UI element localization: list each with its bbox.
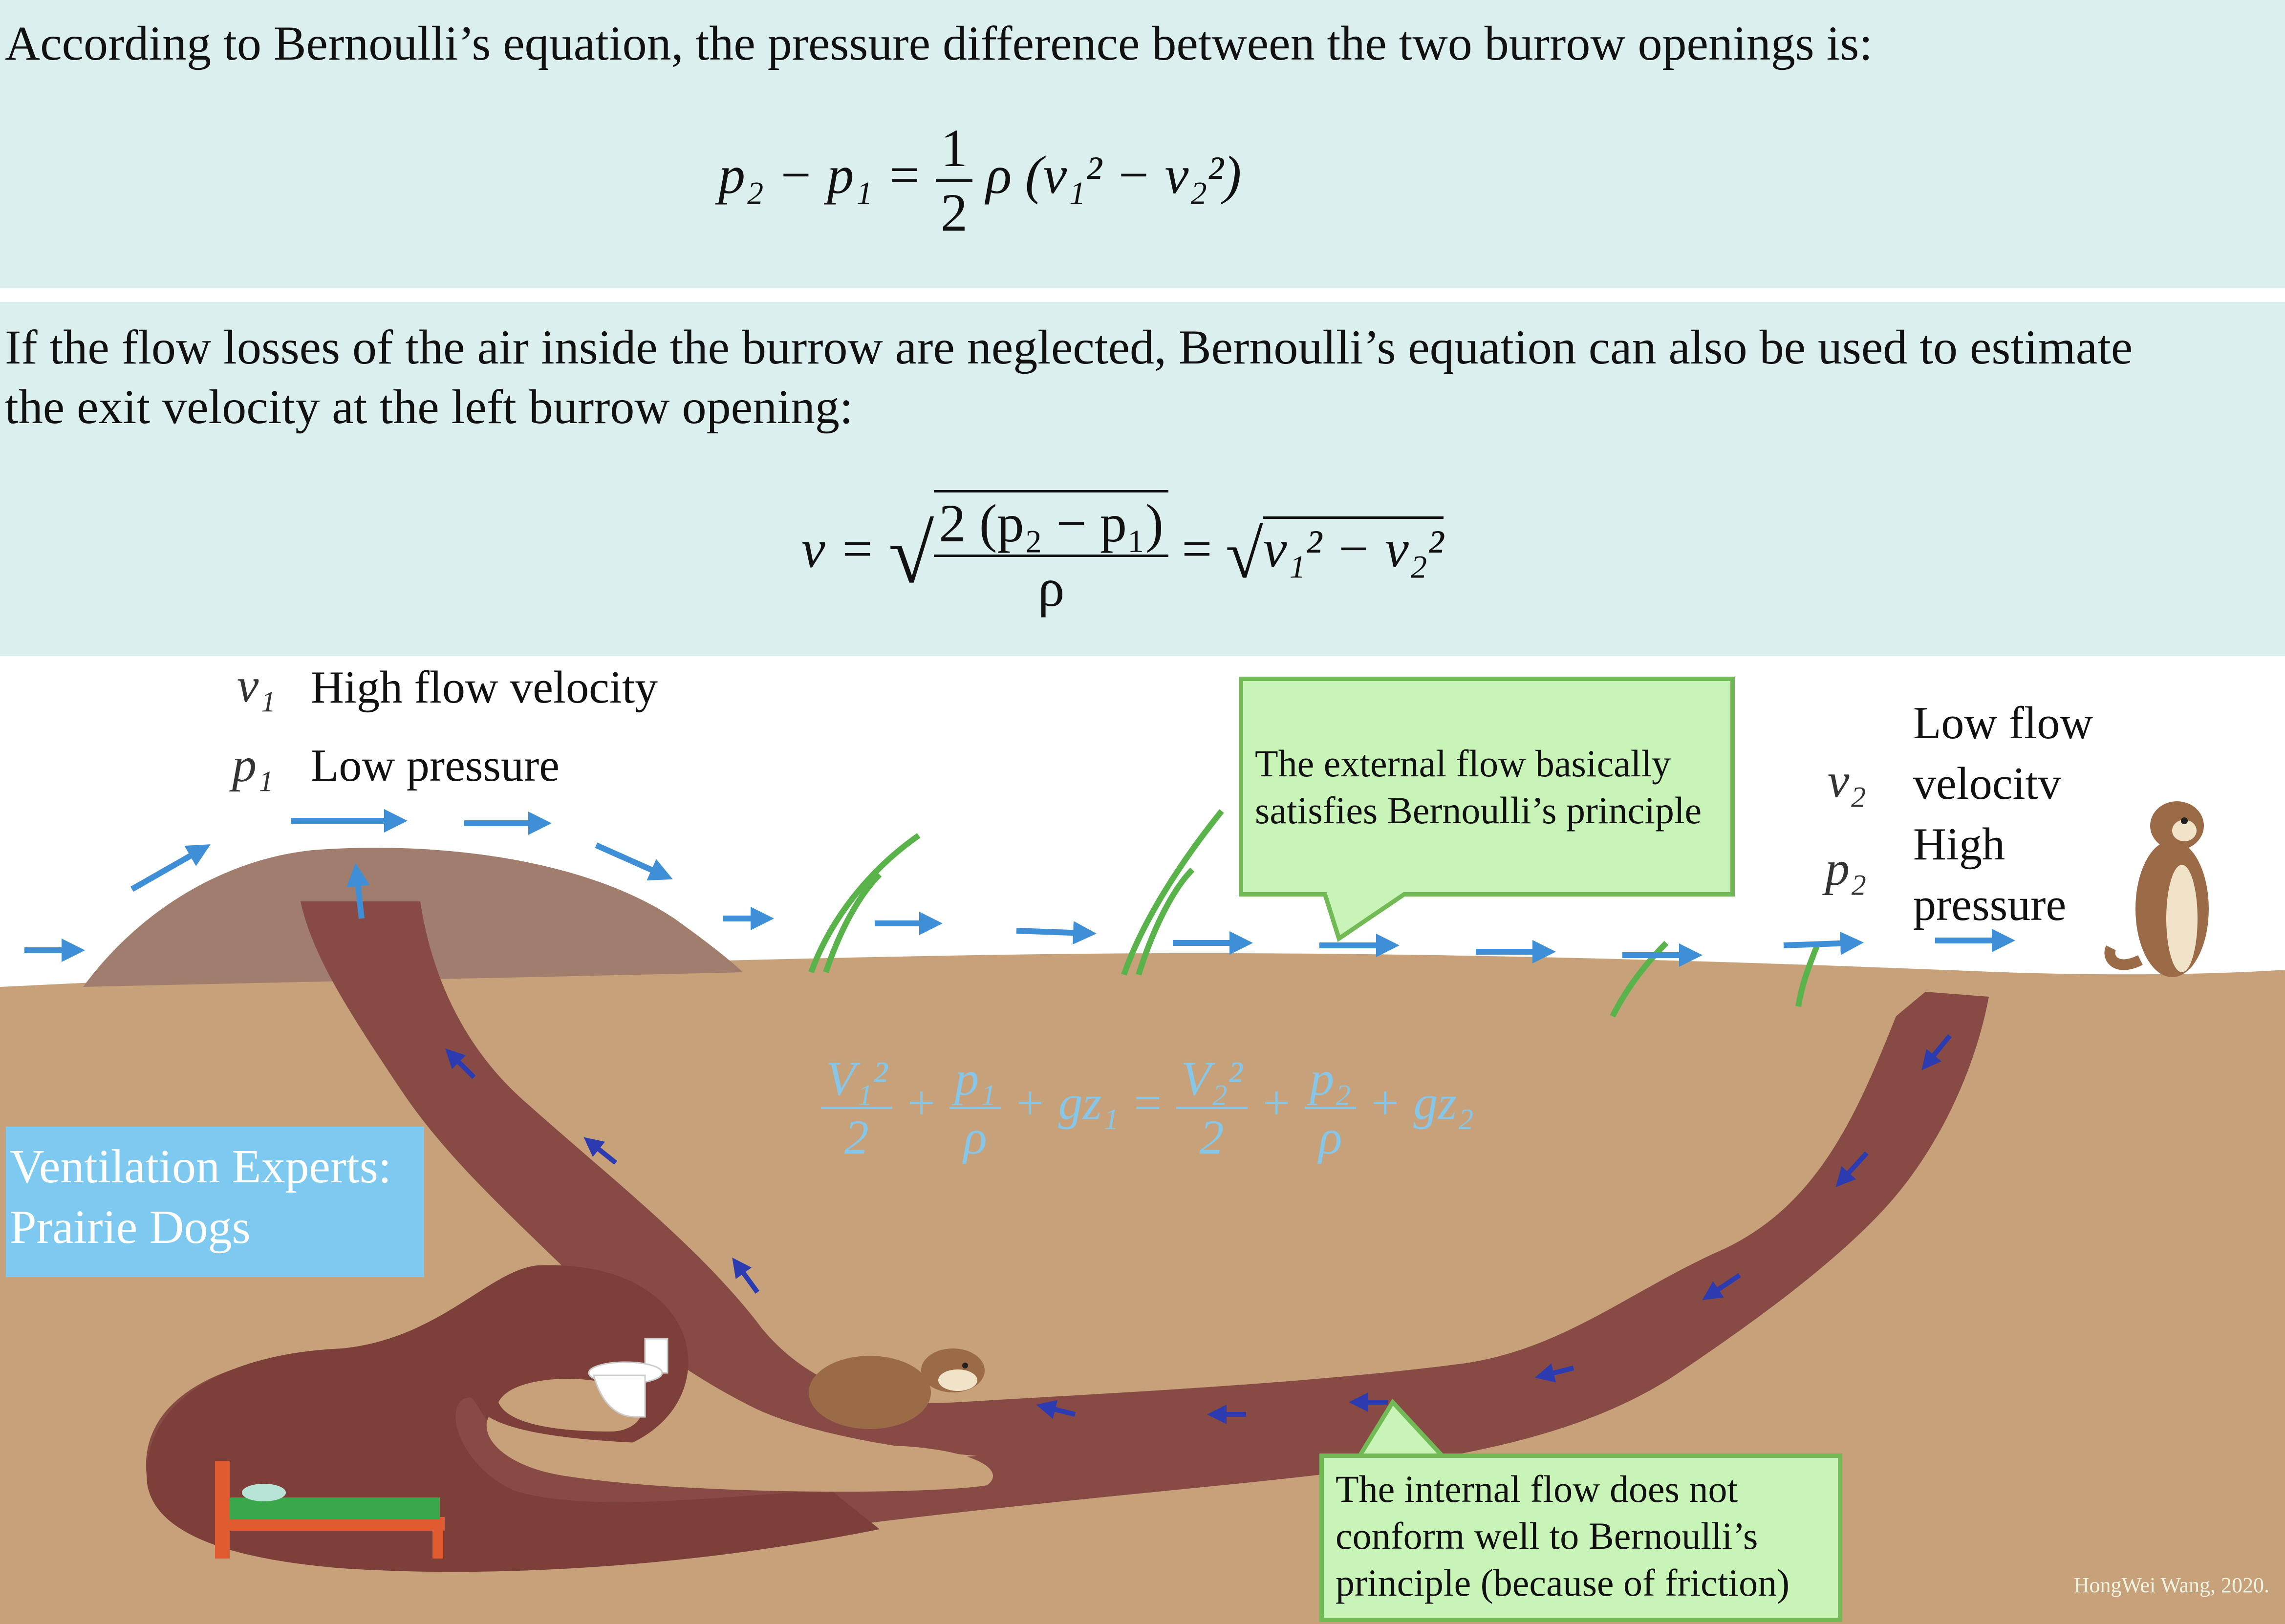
external-callout-tail [1322, 892, 1409, 942]
bern-t4-den: 2 [1199, 1110, 1224, 1164]
velocity-equation: v = √ 2 (p₂ − p₁) ρ = √v₁² − v₂² [801, 490, 1444, 619]
right-label-line2: velocitv [1913, 758, 2061, 809]
bern-plus2: + [1259, 1075, 1293, 1130]
bern-t4-num: V₂² [1176, 1050, 1248, 1109]
right-label-line4: pressure [1913, 879, 2067, 930]
ventilation-line2: Prairie Dogs [10, 1201, 251, 1254]
bern-t2-num: p₁ [949, 1050, 1001, 1109]
p2-symbol: p₂ [1825, 841, 1867, 896]
eq1-fraction: 1 2 [935, 117, 972, 244]
high-velocity-label: High flow velocity [311, 662, 658, 713]
sqrt-sign-2: √ [1225, 516, 1263, 593]
text-panel-top: According to Bernoulli’s equation, the p… [0, 0, 2285, 288]
external-callout-line1: The external flow basically [1255, 742, 1671, 785]
eq2-mid: = [1182, 519, 1212, 579]
grass-tufts [808, 809, 1821, 1018]
text-panel-middle: If the flow losses of the air inside the… [0, 302, 2285, 656]
bern-t2-den: ρ [963, 1110, 987, 1164]
eq1-rhs: ρ (v₁² − v₂²) [986, 145, 1242, 205]
pressure-difference-equation: p₂ − p₁ = 1 2 ρ (v₁² − v₂²) [718, 117, 1241, 244]
ventilation-experts-box: Ventilation Experts: Prairie Dogs [6, 1127, 424, 1277]
bed-icon [215, 1461, 445, 1559]
external-flow-arrows [24, 809, 2015, 967]
sqrt-sign: √ [888, 508, 934, 600]
ventilation-line1: Ventilation Experts: [10, 1140, 392, 1193]
right-label-line3: High [1913, 819, 2005, 870]
explanation-line-1: If the flow losses of the air inside the… [5, 320, 2133, 374]
bern-plus1: + [904, 1075, 938, 1130]
bern-t5-den: ρ [1318, 1110, 1342, 1164]
p1-symbol: p₁ [232, 738, 274, 792]
internal-callout-line2: conform well to Bernoulli’s [1336, 1515, 1758, 1557]
eq1-frac-num: 1 [935, 117, 972, 182]
intro-text: According to Bernoulli’s equation, the p… [5, 16, 1873, 70]
right-label-line1: Low flow [1913, 698, 2093, 748]
external-flow-callout: The external flow basically satisfies Be… [1239, 677, 1735, 897]
external-callout-line2: satisfies Bernoulli’s principle [1255, 789, 1702, 832]
bern-t1-num: V₁² [821, 1050, 892, 1109]
burrow-tunnel [146, 901, 1989, 1560]
internal-callout-line1: The internal flow does not [1336, 1468, 1738, 1510]
v2-symbol: v₂ [1828, 753, 1867, 808]
eq2-rhs: v₁² − v₂² [1263, 516, 1444, 579]
soil-island-2 [486, 1417, 993, 1492]
eq2-lhs: v = [801, 519, 875, 579]
toilet-icon [588, 1338, 668, 1418]
bern-t6: + gz₂ [1368, 1075, 1474, 1130]
eq2-sqrt-num: 2 (p₂ − p₁) [934, 492, 1168, 557]
internal-flow-callout: The internal flow does not conform well … [1319, 1453, 1842, 1622]
credit-text: HongWei Wang, 2020. [2073, 1573, 2269, 1597]
explanation-line-2: the exit velocity at the left burrow ope… [5, 380, 853, 434]
low-pressure-label: Low pressure [311, 740, 560, 791]
v1-symbol: v₁ [237, 658, 276, 712]
bedroom-chamber [147, 1265, 880, 1572]
bern-t5-num: p₂ [1305, 1050, 1356, 1109]
bern-t1-den: 2 [844, 1110, 869, 1164]
prairie-dog-standing [2104, 801, 2209, 977]
eq2-sqrt-fraction: 2 (p₂ − p₁) ρ [934, 490, 1168, 619]
internal-callout-line3: principle (because of friction) [1336, 1561, 1790, 1604]
tunnel-flow-arrows [445, 1034, 1952, 1424]
eq1-lhs: p₂ − p₁ = [718, 145, 923, 205]
prairie-dog-crawling [809, 1348, 985, 1429]
eq2-sqrt-den: ρ [1037, 558, 1065, 618]
eq1-frac-den: 2 [940, 183, 968, 242]
internal-callout-tail [1352, 1398, 1453, 1466]
bern-t3: + gz₁ = [1013, 1075, 1164, 1130]
